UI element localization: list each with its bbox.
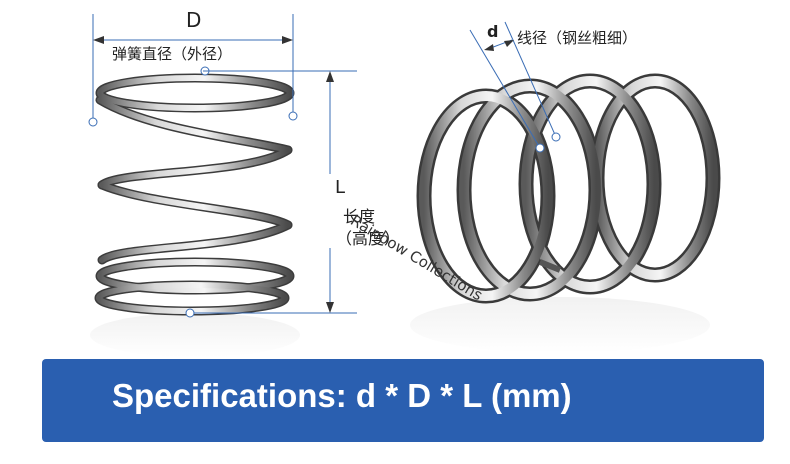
height-caption: （高度） bbox=[336, 229, 401, 248]
length-dimension bbox=[185, 70, 357, 318]
horizontal-spring bbox=[416, 73, 721, 304]
diameter-caption: 弹簧直径（外径） bbox=[112, 45, 233, 63]
wire-diameter-dimension bbox=[469, 21, 561, 153]
length-label: L bbox=[335, 177, 346, 198]
vertical-spring bbox=[94, 73, 295, 316]
diameter-label: D bbox=[186, 8, 202, 32]
length-caption: 长度 bbox=[343, 207, 376, 226]
diameter-dimension bbox=[88, 14, 298, 127]
specifications-banner: Specifications: d * D * L (mm) bbox=[42, 359, 764, 442]
wire-diameter-label: d bbox=[487, 22, 499, 41]
wire-diameter-caption: 线径（钢丝粗细） bbox=[517, 29, 638, 47]
specifications-text: Specifications: d * D * L (mm) bbox=[112, 377, 572, 414]
